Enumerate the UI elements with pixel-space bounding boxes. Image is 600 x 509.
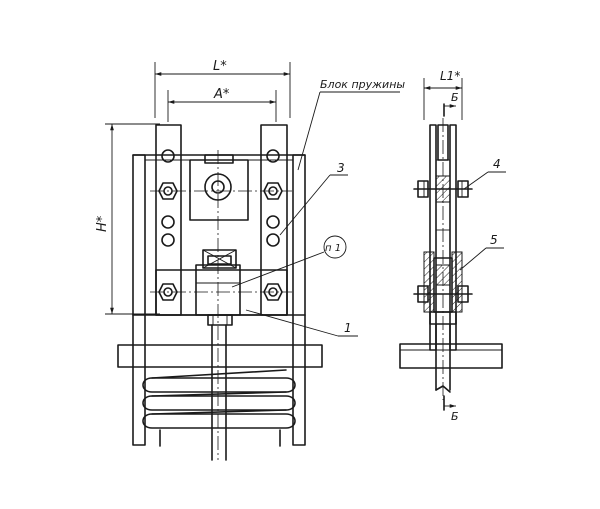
section-mark-bottom: Б bbox=[443, 395, 459, 423]
callout-p1-label: п 1 bbox=[325, 243, 341, 254]
center-plate bbox=[189, 150, 249, 460]
dimension-L: L* bbox=[154, 59, 291, 118]
bolt-head-icon bbox=[161, 149, 280, 247]
lower-rods bbox=[159, 429, 281, 447]
spring-coils bbox=[142, 369, 296, 429]
front-view: L* A* H* bbox=[95, 59, 405, 461]
lower-nut bbox=[207, 314, 233, 326]
bolts-front bbox=[150, 149, 292, 301]
dimension-H-label: H* bbox=[95, 215, 110, 232]
dimension-H: H* bbox=[95, 123, 160, 315]
top-block bbox=[202, 249, 237, 269]
leaders-side: 4 5 bbox=[459, 157, 506, 271]
side-view: L1* Б bbox=[399, 69, 506, 423]
part-5-label: 5 bbox=[490, 233, 498, 247]
dimension-L-label: L* bbox=[213, 59, 227, 74]
dimension-A-label: A* bbox=[213, 87, 230, 102]
dimension-L1: L1* bbox=[423, 69, 463, 120]
frame bbox=[132, 154, 306, 446]
rod-side bbox=[435, 323, 451, 393]
section-mark-top-label: Б bbox=[451, 91, 459, 104]
lower-clamp-assembly bbox=[413, 251, 473, 325]
part-3-label: 3 bbox=[337, 161, 345, 175]
dimension-A: A* bbox=[167, 87, 277, 122]
section-mark-top: Б bbox=[443, 91, 459, 117]
part-4-label: 4 bbox=[493, 157, 501, 171]
spring-block-label: Блок пружины bbox=[320, 78, 405, 91]
support-plate bbox=[117, 344, 323, 368]
leaders-front: Блок пружины 3 п 1 1 bbox=[231, 78, 405, 337]
section-mark-bottom-label: Б bbox=[451, 410, 459, 423]
part-1-label: 1 bbox=[344, 321, 352, 335]
dimension-L1-label: L1* bbox=[440, 69, 460, 83]
support-plate-side bbox=[399, 343, 503, 369]
upper-bolt-assembly bbox=[413, 175, 473, 203]
